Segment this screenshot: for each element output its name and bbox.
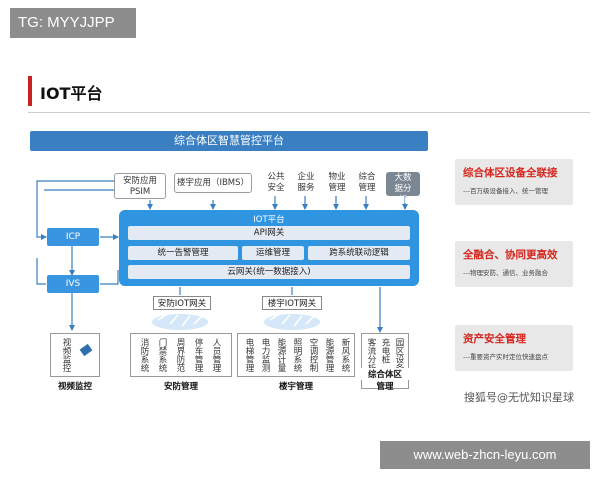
building-device-panel: 电梯管理 电力监测 能源计量 照明系统 空调控制 能源管理 新风系统: [237, 333, 355, 377]
feature-card-asset-security: 资产安全管理 ---重要资产实时定位快速盘点: [455, 325, 573, 371]
security-device-0: 消防系统: [139, 338, 149, 372]
bigdata-analysis-box: 大数据分析: [386, 172, 420, 205]
comprehensive-management-label: 综合管理: [358, 172, 376, 193]
security-iot-gateway: 安防IOT网关: [153, 296, 211, 310]
camera-icon: [79, 343, 93, 357]
video-group-label: 视频监控: [57, 382, 92, 392]
smart-platform-bar: 综合体区智慧管控平台: [30, 131, 428, 151]
icp-box: ICP: [47, 228, 99, 246]
section-title: IOT平台: [40, 84, 103, 103]
psim-label-line2: PSIM: [129, 187, 151, 197]
ops-management-box: 运维管理: [242, 246, 304, 260]
url-banner: www.web-zhcn-leyu.com: [380, 441, 590, 469]
feature-card-fusion: 全融合、协同更高效 ---物理安防、通信、业务融合: [455, 241, 573, 287]
complex-device-2: 园区设备: [394, 338, 404, 372]
security-device-1: 门禁系统: [157, 338, 167, 372]
complex-group-label-line1: 综合体区: [358, 368, 412, 380]
building-device-0: 电梯管理: [244, 338, 254, 372]
channel-tag: TG: MYYJJPP: [10, 8, 136, 38]
video-device-panel: 视频监控: [50, 333, 100, 377]
api-gateway-bar: API网关: [128, 226, 410, 240]
sohu-watermark: 搜狐号@无忧知识星球: [464, 391, 574, 404]
complex-device-1: 充电桩: [380, 338, 390, 364]
building-device-1: 电力监测: [260, 338, 270, 372]
complex-group-label-line2: 管理: [376, 382, 394, 392]
feature-card-title: 资产安全管理: [463, 333, 526, 345]
security-device-3: 停车管理: [193, 338, 203, 372]
feature-card-title: 全融合、协同更高效: [463, 249, 558, 261]
building-device-6: 新风系统: [340, 338, 350, 372]
feature-card-subtitle: ---重要资产实时定位快速盘点: [463, 353, 549, 361]
security-group-label: 安防管理: [163, 382, 198, 392]
feature-card-subtitle: ---物理安防、通信、业务融合: [463, 269, 549, 277]
feature-card-connectivity: 综合体区设备全联接 ---百万级设备接入、统一管理: [455, 159, 573, 205]
section-divider: [28, 112, 590, 113]
property-management-label: 物业管理: [328, 172, 346, 193]
enterprise-service-label: 企业服务: [297, 172, 315, 193]
security-device-4: 人员管理: [211, 338, 221, 372]
building-iot-gateway: 楼宇IOT网关: [262, 296, 322, 310]
security-device-2: 周界防范: [175, 338, 185, 372]
building-device-2: 能源计量: [276, 338, 286, 372]
public-security-label: 公共安全: [267, 172, 285, 193]
cross-system-box: 跨系统联动逻辑: [308, 246, 410, 260]
psim-app-box: 安防应用 PSIM: [114, 173, 166, 199]
ivs-box: IVS: [47, 275, 99, 293]
cloud-gateway-bar: 云网关(统一数据接入): [128, 265, 410, 279]
building-device-5: 能源管理: [324, 338, 334, 372]
feature-card-title: 综合体区设备全联接: [463, 167, 558, 179]
building-group-label: 楼宇管理: [278, 382, 313, 392]
feature-card-subtitle: ---百万级设备接入、统一管理: [463, 187, 549, 195]
building-device-3: 照明系统: [292, 338, 302, 372]
video-device-0: 视频监控: [61, 338, 71, 372]
section-accent-bar: [28, 76, 32, 106]
psim-label-line1: 安防应用: [122, 176, 157, 186]
building-device-4: 空调控制: [308, 338, 318, 372]
iot-platform-title: IOT平台: [253, 215, 285, 225]
ibms-app-box: 楼宇应用（IBMS）: [174, 173, 252, 193]
complex-device-0: 客流分析: [366, 338, 376, 372]
security-device-panel: 消防系统 门禁系统 周界防范 停车管理 人员管理: [130, 333, 232, 377]
unified-alarm-box: 统一告警管理: [128, 246, 238, 260]
